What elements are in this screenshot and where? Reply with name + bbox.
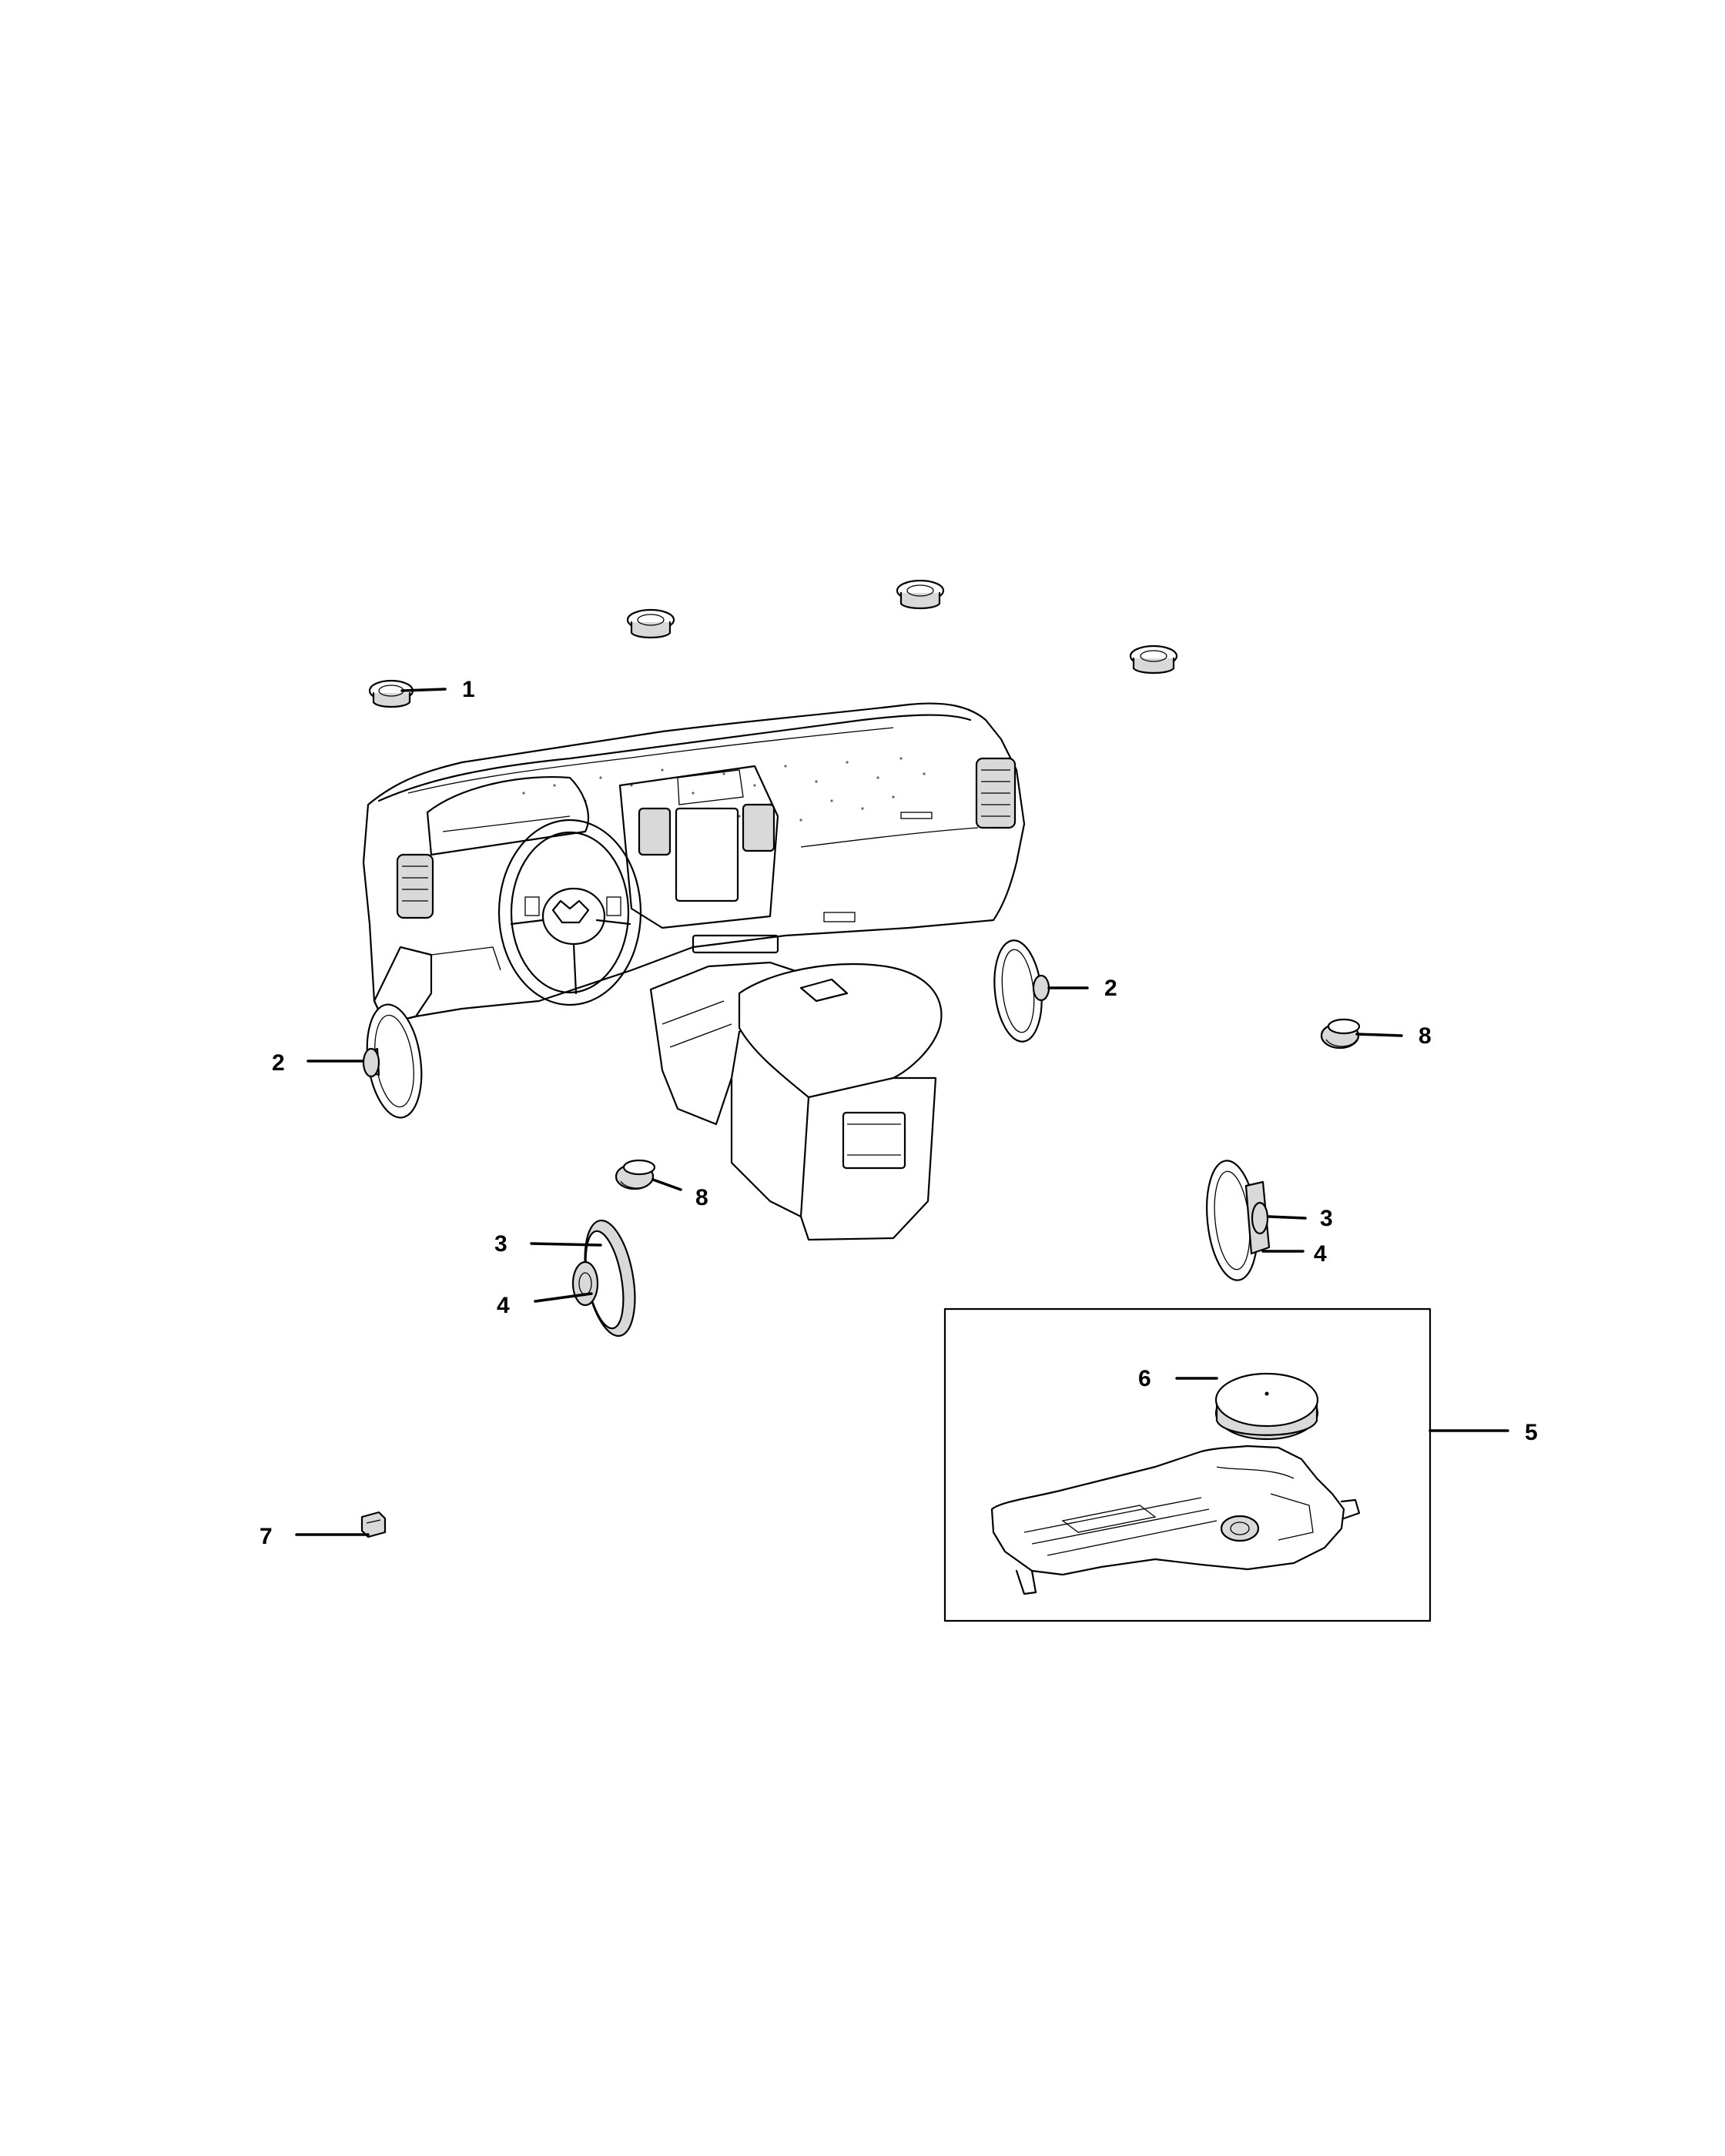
steering-wheel bbox=[497, 819, 642, 1006]
callout-4-left: 4 bbox=[497, 1293, 510, 1318]
leader-1 bbox=[400, 688, 447, 692]
callout-2-right: 2 bbox=[1104, 976, 1117, 1001]
subwoofer-inset bbox=[943, 1307, 1432, 1622]
oval-speaker-2-right bbox=[993, 939, 1050, 1043]
callout-1: 1 bbox=[462, 677, 475, 702]
oval-speaker-3-4-left bbox=[571, 1219, 636, 1337]
oval-speaker-2-left bbox=[362, 1003, 423, 1119]
leader-4a bbox=[534, 1292, 593, 1303]
callout-2-left: 2 bbox=[272, 1050, 285, 1076]
callout-7: 7 bbox=[260, 1524, 273, 1549]
callout-6: 6 bbox=[1138, 1366, 1151, 1391]
tweeter-speaker-top-left bbox=[626, 608, 675, 639]
small-speaker-8-left bbox=[615, 1159, 656, 1190]
callout-3-left: 3 bbox=[494, 1231, 507, 1257]
instrument-panel bbox=[362, 702, 1026, 1026]
callout-3-right: 3 bbox=[1320, 1206, 1333, 1231]
clip-7 bbox=[360, 1511, 387, 1538]
center-console bbox=[649, 961, 943, 1241]
callout-4-right: 4 bbox=[1314, 1241, 1327, 1267]
subwoofer-enclosure bbox=[990, 1445, 1361, 1595]
tweeter-speaker-1 bbox=[368, 679, 414, 708]
leader-8b bbox=[651, 1178, 682, 1191]
leader-3a bbox=[530, 1242, 602, 1247]
callout-8-right: 8 bbox=[1419, 1023, 1432, 1049]
callout-5: 5 bbox=[1525, 1420, 1538, 1445]
leader-3b bbox=[1268, 1215, 1307, 1220]
small-speaker-8-right bbox=[1320, 1018, 1361, 1050]
subwoofer-speaker-6 bbox=[1214, 1372, 1319, 1441]
callout-8-left: 8 bbox=[695, 1185, 708, 1210]
dash-pad-texture bbox=[522, 757, 926, 822]
round-speaker-3-4-right bbox=[1206, 1160, 1271, 1281]
callout-labels: 1 2 2 3 3 4 4 5 6 7 8 8 bbox=[260, 677, 1538, 1549]
tweeter-speaker-top-right bbox=[1129, 644, 1178, 675]
tweeter-speaker-top-center bbox=[896, 579, 945, 610]
leader-8a bbox=[1355, 1033, 1403, 1037]
leader-lines bbox=[295, 688, 1509, 1536]
